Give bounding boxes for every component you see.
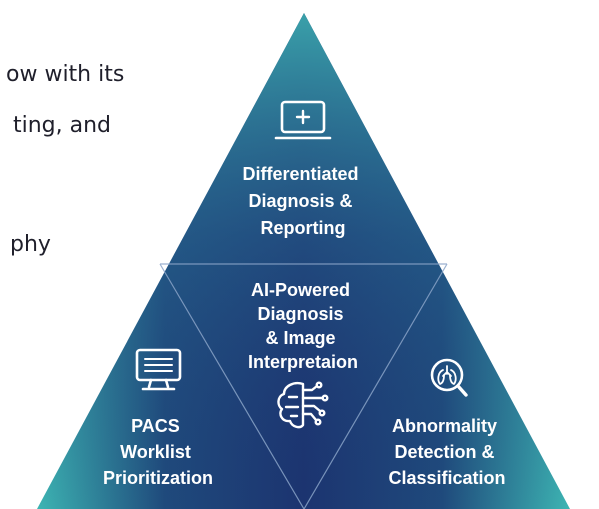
- ai-brain-circuit-icon: [277, 381, 329, 429]
- svg-text:Abnormality Detection &: Abnormality Detection & Classification: [388, 416, 505, 488]
- center-label-line-3: & Image: [265, 328, 335, 348]
- right-label-line-1: Abnormality: [392, 416, 497, 436]
- svg-text:Differentiated Diagnosis &: Differentiated Diagnosis & Reporting: [242, 164, 363, 238]
- svg-text:AI-Powered Diagnosis &: AI-Powered Diagnosis & Image Interpretai…: [248, 280, 358, 372]
- monitor-icon: [135, 348, 182, 391]
- svg-text:PACS Worklist Prioriti: PACS Worklist Prioritization: [103, 416, 213, 488]
- center-label-line-1: AI-Powered: [251, 280, 350, 300]
- background-text-line-2: ting, and: [13, 113, 112, 138]
- left-label-line-2: Worklist: [120, 442, 191, 462]
- right-label-line-3: Classification: [388, 468, 505, 488]
- center-label-line-4: Interpretaion: [248, 352, 358, 372]
- pyramid-divider-lines: [159, 263, 448, 509]
- center-label-line-2: Diagnosis: [257, 304, 343, 324]
- top-label-line-1: Differentiated: [242, 164, 358, 184]
- top-label-line-2: Diagnosis &: [248, 191, 352, 211]
- background-text-line-1: ow with its: [6, 62, 125, 87]
- left-label-line-1: PACS: [131, 416, 180, 436]
- right-label-line-2: Detection &: [394, 442, 494, 462]
- left-label-line-3: Prioritization: [103, 468, 213, 488]
- background-text-line-3: phy: [10, 232, 51, 257]
- laptop-plus-icon: [274, 100, 332, 140]
- top-label-line-3: Reporting: [261, 218, 346, 238]
- magnify-lungs-icon: [430, 358, 468, 397]
